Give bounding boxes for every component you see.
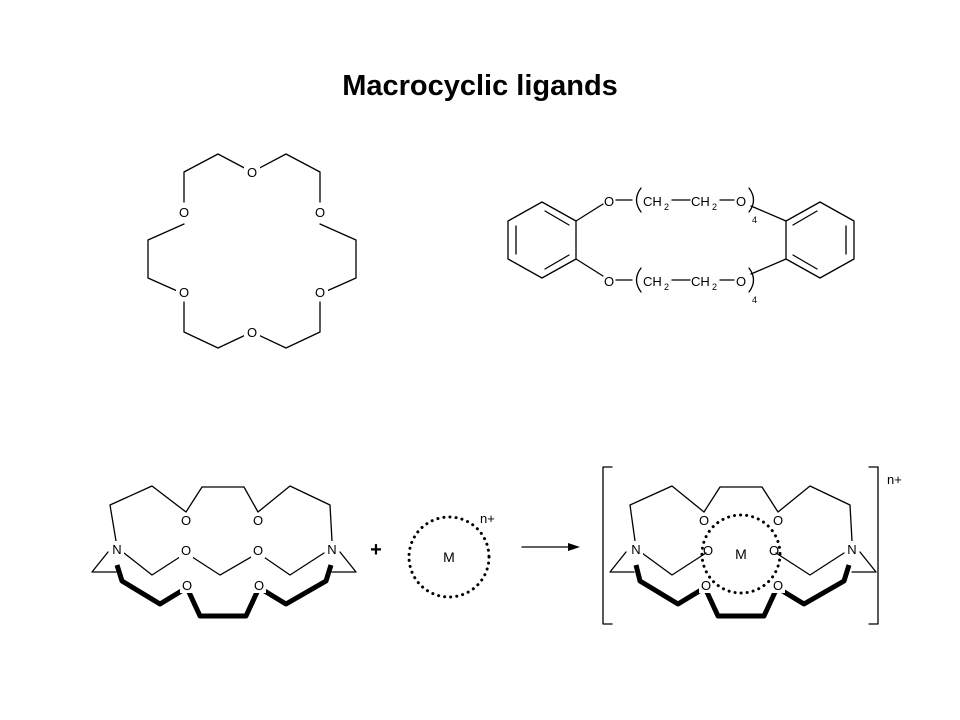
crown-oxygen-label: O — [247, 325, 257, 340]
repeat-count: 4 — [752, 295, 757, 305]
dotted-ion-circle — [700, 513, 782, 595]
plus-sign: + — [370, 539, 382, 561]
crown-oxygen-label: O — [247, 165, 257, 180]
benzene-ring-right — [785, 201, 855, 279]
methylene-label: CH — [691, 274, 710, 289]
cryptand-oxygen-label: O — [253, 513, 263, 528]
nitrogen-label: N — [327, 542, 336, 557]
repeat-bracket-close — [748, 187, 755, 213]
cryptand-oxygen-label: O — [253, 543, 263, 558]
repeat-bracket-close — [748, 267, 755, 293]
cryptate-oxygen-label: O — [701, 578, 711, 593]
methylene-label: CH — [643, 194, 662, 209]
cryptate-oxygen-label: O — [773, 513, 783, 528]
crown-oxygen-label: O — [315, 205, 325, 220]
methylene-subscript: 2 — [664, 202, 669, 212]
crown-oxygen-label: O — [179, 285, 189, 300]
complex-charge-label: n+ — [887, 472, 902, 487]
cryptate-oxygen-label: O — [699, 513, 709, 528]
ether-oxygen-label: O — [604, 274, 614, 289]
repeat-bracket-open — [635, 267, 642, 293]
cryptate-complex: n+ M N N O O O O O O — [602, 466, 902, 625]
complex-bracket-left — [602, 466, 613, 625]
slide-title: Macrocyclic ligands — [342, 70, 618, 102]
metal-ion: M n+ — [407, 511, 495, 599]
crown-oxygen-label: O — [179, 205, 189, 220]
dibenzo-polyether: O CH 2 CH 2 O 4 O CH 2 CH 2 O 4 — [507, 187, 855, 305]
metal-label: M — [735, 546, 747, 562]
cryptate-oxygen-label: O — [769, 543, 779, 558]
benzene-ring-left — [507, 201, 577, 279]
cryptate-oxygen-label: O — [703, 543, 713, 558]
nitrogen-label: N — [631, 542, 640, 557]
methylene-subscript: 2 — [664, 282, 669, 292]
cryptand-oxygen-label: O — [254, 578, 264, 593]
metal-label: M — [443, 549, 455, 565]
cryptand: N N O O O O O O — [91, 485, 357, 619]
ether-oxygen-label: O — [736, 274, 746, 289]
nitrogen-label: N — [112, 542, 121, 557]
dotted-ion-circle — [407, 515, 491, 599]
ether-oxygen-label: O — [736, 194, 746, 209]
crown-ether-ring: O O O O O O — [147, 153, 357, 349]
methylene-subscript: 2 — [712, 282, 717, 292]
methylene-subscript: 2 — [712, 202, 717, 212]
methylene-label: CH — [691, 194, 710, 209]
cryptand-oxygen-label: O — [182, 578, 192, 593]
reaction-arrow — [521, 543, 580, 551]
methylene-label: CH — [643, 274, 662, 289]
crown-oxygen-label: O — [315, 285, 325, 300]
ion-charge-label: n+ — [480, 511, 495, 526]
repeat-bracket-open — [635, 187, 642, 213]
complex-bracket-right — [868, 466, 879, 625]
ether-oxygen-label: O — [604, 194, 614, 209]
repeat-count: 4 — [752, 215, 757, 225]
nitrogen-label: N — [847, 542, 856, 557]
cryptate-oxygen-label: O — [773, 578, 783, 593]
cryptand-oxygen-label: O — [181, 543, 191, 558]
cryptand-oxygen-label: O — [181, 513, 191, 528]
